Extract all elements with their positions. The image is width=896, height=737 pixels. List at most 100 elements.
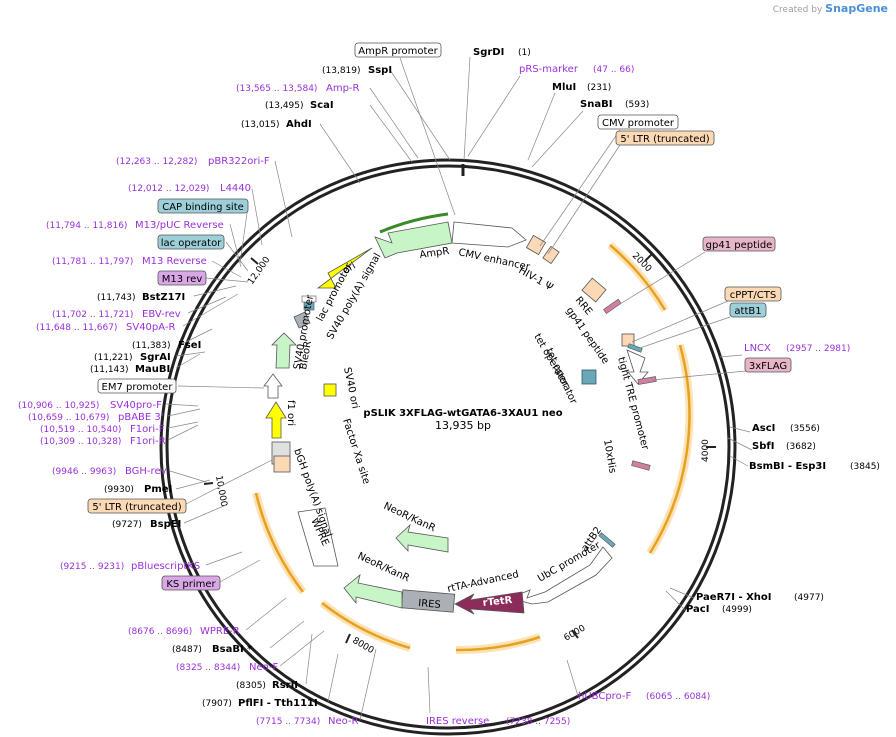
cmv-promoter-box xyxy=(597,114,679,130)
label-cmv-promoter[interactable]: CMV promoter xyxy=(602,118,675,129)
coord-sv40pa-r: (11,648 .. 11,667) xyxy=(36,323,117,333)
bleor-arrow xyxy=(271,332,297,369)
label-paer7i[interactable]: PaeR7I - XhoI xyxy=(696,592,772,603)
label-m13-reverse[interactable]: M13 Reverse xyxy=(142,256,207,267)
coord-f1ori-r: (10,309 .. 10,328) xyxy=(40,437,121,447)
arc-6000-line xyxy=(455,635,541,652)
attb1-box xyxy=(627,343,643,353)
tick-4000: 4000 xyxy=(701,439,711,462)
coord-wpre-r: (8676 .. 8696) xyxy=(128,627,192,637)
label-neo-r[interactable]: Neo-R xyxy=(328,716,359,727)
label-ks-primer[interactable]: KS primer xyxy=(166,579,216,590)
label-bgh-rev[interactable]: BGH-rev xyxy=(125,466,167,477)
cap-binding-box xyxy=(157,198,249,214)
label-lncx[interactable]: LNCX xyxy=(744,343,771,354)
label-m13-rev[interactable]: M13 rev xyxy=(162,274,203,285)
label-gp41-peptide[interactable]: gp41 peptide xyxy=(706,240,773,251)
label-snabi[interactable]: SnaBI xyxy=(580,99,612,110)
label-sgrai[interactable]: SgrAI xyxy=(140,352,171,363)
label-maubi[interactable]: MauBI xyxy=(135,364,170,375)
label-factor-xa: Factor Xa site xyxy=(340,418,371,486)
coord-hubcpro-f: (6065 .. 6084) xyxy=(646,692,710,702)
label-scai[interactable]: ScaI xyxy=(310,100,334,111)
label-bspei[interactable]: BspEI xyxy=(150,519,181,530)
coord-ires-reverse: (7238 .. 7255) xyxy=(506,717,570,727)
label-sv40pa-r[interactable]: SV40pA-R xyxy=(126,322,175,333)
label-mlui[interactable]: MluI xyxy=(552,82,576,93)
right-labels: SgrDI (1) pRS-marker (47 .. 66) MluI (23… xyxy=(426,47,880,727)
label-ampr-promoter[interactable]: AmpR promoter xyxy=(358,46,438,57)
label-cppt-cts[interactable]: cPPT/CTS xyxy=(730,290,776,301)
tick-12000: 12,000 xyxy=(246,255,272,287)
label-pmei[interactable]: PmeI xyxy=(144,484,172,495)
label-ltr-truncated-left[interactable]: 5' LTR (truncated) xyxy=(92,502,181,513)
label-sbfi[interactable]: SbfI xyxy=(752,441,774,452)
label-f1ori-f[interactable]: F1ori-F xyxy=(130,424,165,435)
label-bsmbi[interactable]: BsmBI - Esp3I xyxy=(749,461,826,472)
neor-arrow-inner xyxy=(395,523,449,553)
label-sv40pro-f[interactable]: SV40pro-F xyxy=(110,400,162,411)
coord-bstz17i: (11,743) xyxy=(97,293,136,303)
label-l4440[interactable]: L4440 xyxy=(220,183,251,194)
coord-pflfi: (7907) xyxy=(202,699,232,709)
label-neo-f[interactable]: Neo-F xyxy=(249,662,279,673)
f1-ori-arrow xyxy=(265,401,287,439)
label-ires-reverse[interactable]: IRES reverse xyxy=(426,716,489,727)
tet-operator-box xyxy=(581,369,597,385)
coord-scai: (13,495) xyxy=(265,101,304,111)
label-sgrdi[interactable]: SgrDI xyxy=(473,47,504,58)
plasmid-title: pSLIK 3XFLAG-wtGATA6-3XAU1 neo xyxy=(363,408,562,419)
label-3xflag[interactable]: 3xFLAG xyxy=(749,361,787,372)
backbone-inner xyxy=(165,164,731,730)
label-hubcpro-f[interactable]: hUBCpro-F xyxy=(578,691,631,702)
cmv-enhancer-arrow xyxy=(451,221,527,248)
label-rsrii[interactable]: RsrII xyxy=(272,680,298,691)
factor-xa-box xyxy=(323,383,337,397)
tick-marks xyxy=(203,252,716,644)
tight-tre-arrow xyxy=(626,349,649,385)
label-bleor: BleoR xyxy=(298,340,314,370)
label-f1ori-r[interactable]: F1ori-R xyxy=(130,436,166,447)
tick-8000: 8000 xyxy=(351,636,376,656)
label-prs-marker[interactable]: pRS-marker xyxy=(519,64,579,75)
coord-prs-marker: (47 .. 66) xyxy=(593,65,634,75)
orange-arcs xyxy=(252,212,694,655)
coord-rsrii: (8305) xyxy=(236,681,266,691)
label-cap-binding[interactable]: CAP binding site xyxy=(162,202,244,213)
coord-sbfi: (3682) xyxy=(786,442,816,452)
label-wpre-r[interactable]: WPRE-R xyxy=(200,626,240,637)
label-10xhis: 10xHis xyxy=(601,439,618,475)
label-amp-r[interactable]: Amp-R xyxy=(326,83,360,94)
label-pbluescriptks[interactable]: pBluescriptKS xyxy=(131,561,200,572)
coord-ebv-rev: (11,702 .. 11,721) xyxy=(52,310,133,320)
label-pbr322ori-f[interactable]: pBR322ori-F xyxy=(208,156,270,167)
snapgene-logo: SnapGene xyxy=(825,2,888,15)
label-em7-promoter[interactable]: EM7 promoter xyxy=(102,382,174,393)
label-lac-operator[interactable]: lac operator xyxy=(161,238,222,249)
coord-bsabi: (8487) xyxy=(172,645,202,655)
3xflag-box xyxy=(637,376,657,385)
label-ampr: AmpR xyxy=(419,246,450,261)
label-pflfi[interactable]: PflFI - Tth111I xyxy=(238,698,318,709)
label-attb1[interactable]: attB1 xyxy=(734,306,761,317)
arc-4000-line xyxy=(648,344,691,554)
coord-amp-r: (13,565 .. 13,584) xyxy=(236,84,317,94)
label-bstz17i[interactable]: BstZ17I xyxy=(142,292,185,303)
label-asci[interactable]: AscI xyxy=(752,423,775,434)
m13-rev-box xyxy=(157,270,207,286)
label-paci[interactable]: PacI xyxy=(686,604,709,615)
gp41-peptide-box xyxy=(702,236,776,252)
label-bsabi[interactable]: BsaBI * xyxy=(212,644,253,655)
label-m13-puc[interactable]: M13/pUC Reverse xyxy=(135,220,224,231)
credit-prefix: Created by xyxy=(772,5,823,15)
label-sspi[interactable]: SspI xyxy=(368,65,392,76)
label-tight-tre: tight TRE promoter xyxy=(615,356,651,452)
label-fsei[interactable]: FseI xyxy=(178,340,201,351)
backbone-outer xyxy=(159,158,737,736)
coord-paci: (4999) xyxy=(722,605,752,615)
label-ahdi[interactable]: AhdI xyxy=(286,119,312,130)
label-pbabe[interactable]: pBABE 3' xyxy=(118,412,164,423)
label-ltr-truncated-right[interactable]: 5' LTR (truncated) xyxy=(620,134,709,145)
label-ebv-rev[interactable]: EBV-rev xyxy=(142,309,181,320)
